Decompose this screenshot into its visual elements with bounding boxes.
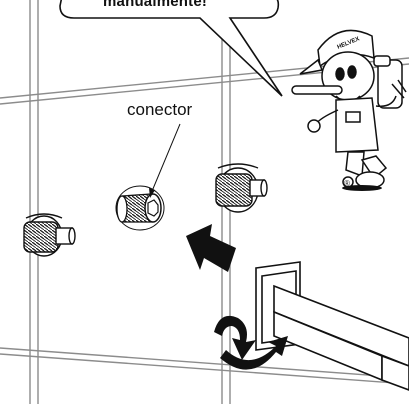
left-valve-icon [23, 213, 76, 257]
speech-bubble [59, 0, 283, 97]
push-arrow-icon [186, 224, 236, 272]
connector-part-icon [115, 185, 165, 231]
mascot-plumber-icon [291, 29, 407, 191]
speech-bubble-text: manualmente! [103, 0, 208, 10]
right-valve-icon [215, 163, 268, 213]
rotate-arrow-icon [214, 315, 288, 370]
callout-leader [149, 123, 181, 198]
conector-label: conector [127, 100, 193, 119]
spout-icon [255, 261, 409, 391]
registered-mark: ® [344, 179, 350, 188]
